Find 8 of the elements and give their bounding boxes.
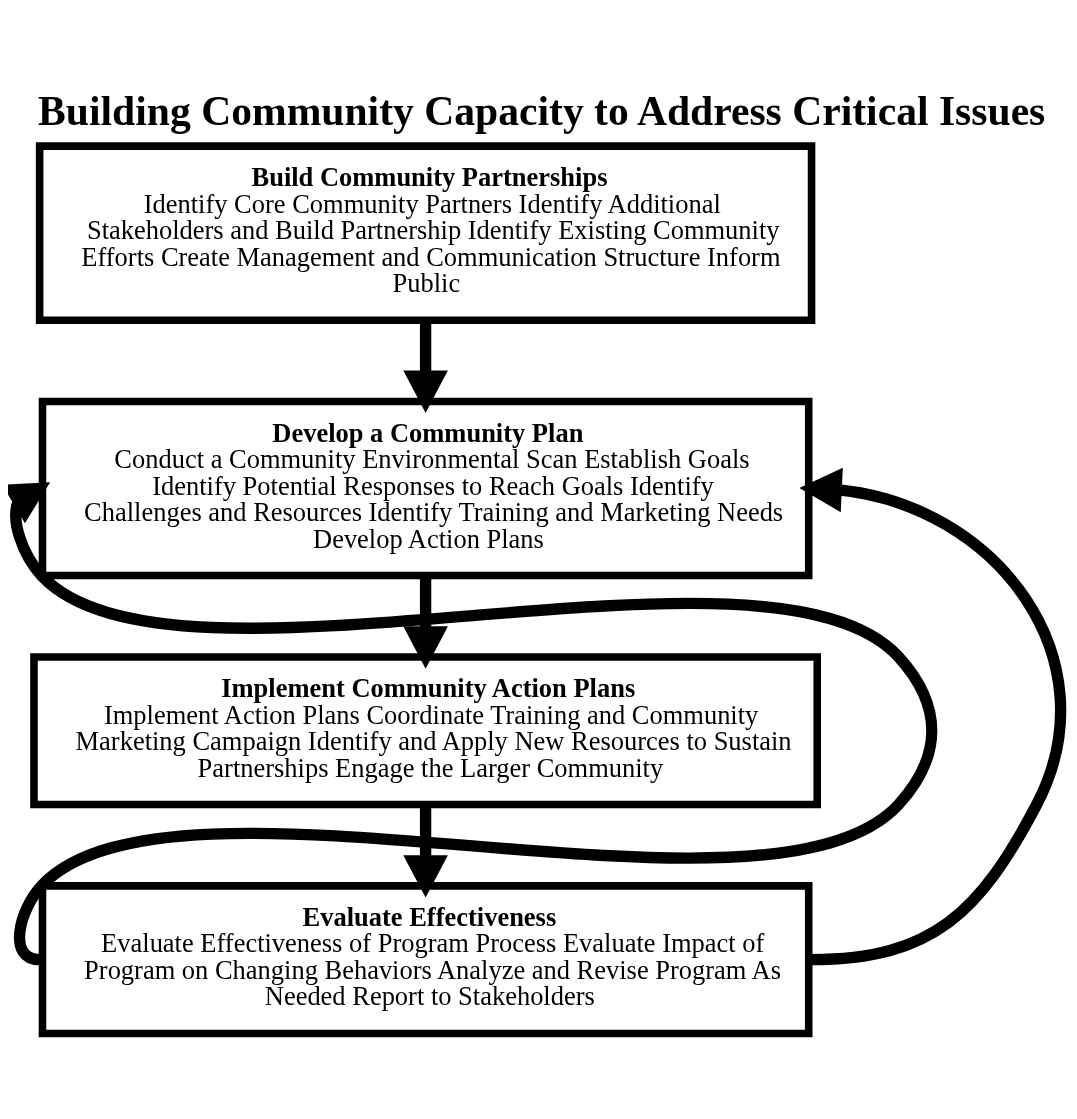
node-box: Develop a Community Plan Conduct a Community Environmental Scan Establish Goals Identify Potential Responses to Reach Goals Identify Challenges and Resources Identify Training and Marketing Needs Develop Action Plans [38, 397, 813, 580]
node-box: Build Community Partnerships Identify Core Community Partners Identify Additional Stakeholders and Build Partnership Identify Existing Community Efforts Create Management and Communication Structure Inform Public [35, 142, 816, 324]
arrow [8, 482, 937, 965]
arrow [799, 467, 1066, 966]
node-box: Implement Community Action Plans Implement Action Plans Coordinate Training and Community Marketing Campaign Identify and Apply New Resources to Sustain Partnerships Engage the Larger Community [30, 653, 821, 809]
diagram-title: Building Community Capacity to Address Critical Issues [38, 87, 1046, 134]
node-box: Evaluate Effectiveness Evaluate Effectiveness of Program Process Evaluate Impact of Program on Changing Behaviors Analyze and Revise Program As Needed Report to Stakeholders [38, 882, 813, 1038]
arrow [403, 805, 448, 898]
